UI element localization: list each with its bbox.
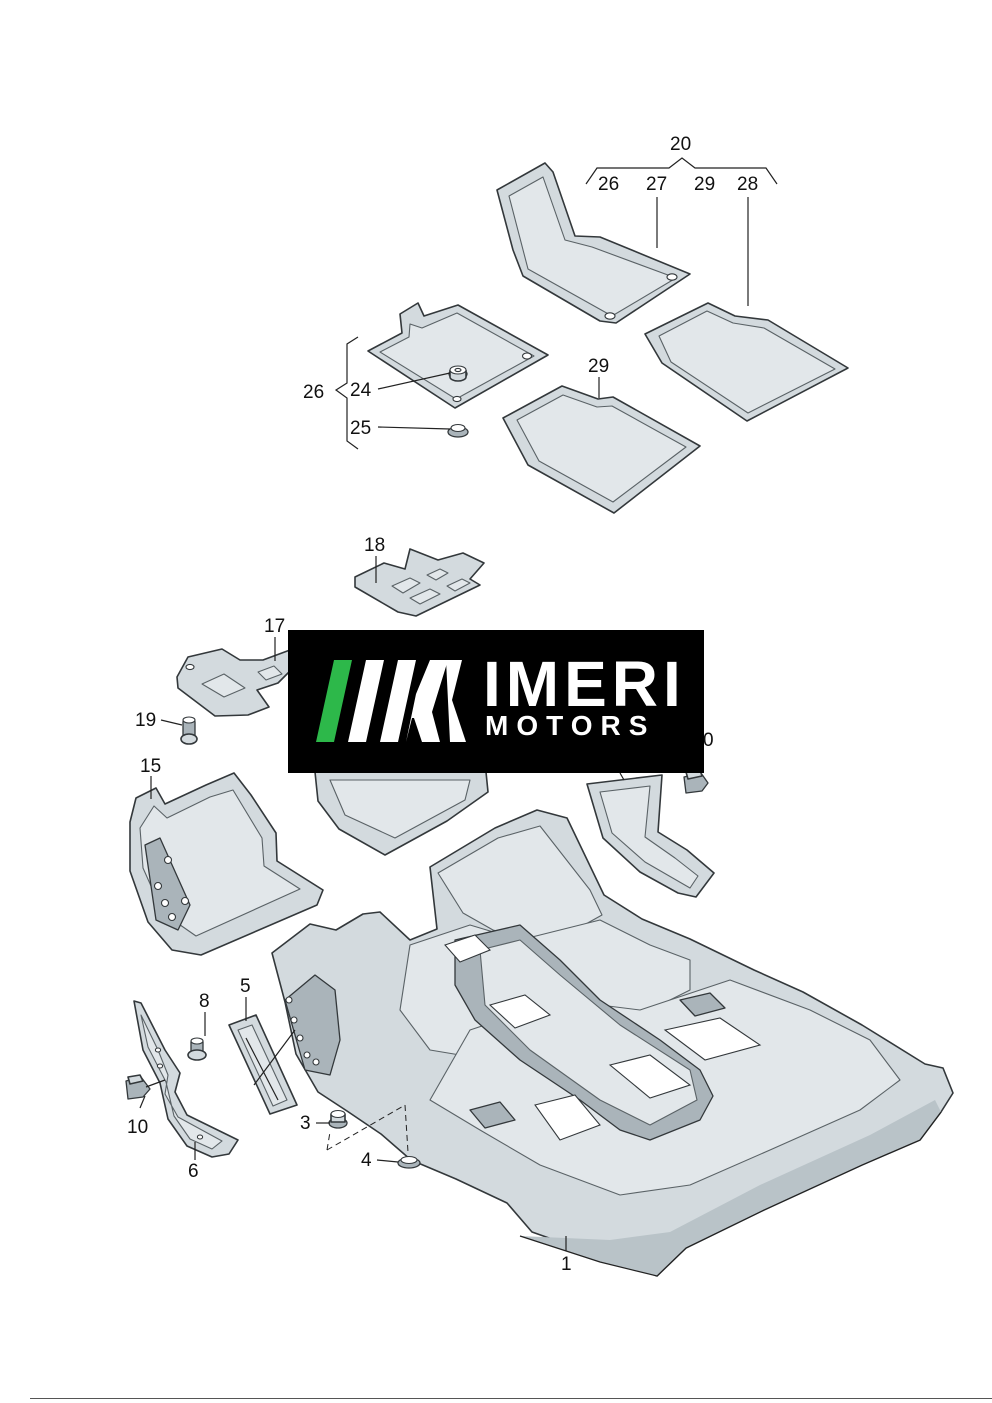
clip-10 [125, 1074, 151, 1100]
part-6-trim [133, 1000, 239, 1158]
bracket-26 [334, 336, 359, 450]
callout-26-group: 26 [303, 382, 324, 403]
part-15-insulation [129, 772, 324, 956]
imeri-motors-logo: IMERI MOTORS [288, 630, 704, 773]
callout-8: 8 [199, 991, 210, 1012]
logo-word-motors: MOTORS [485, 710, 656, 741]
callout-20: 20 [670, 134, 691, 155]
fastener-3 [328, 1109, 348, 1129]
clip-30 [683, 769, 709, 794]
part-17-insulation [176, 648, 294, 717]
callout-28: 28 [737, 174, 758, 195]
callout-26-mat: 26 [598, 174, 619, 195]
part-18-insulation [354, 548, 485, 617]
callout-29-group: 29 [694, 174, 715, 195]
fastener-24 [448, 365, 468, 382]
callout-30: 0 [703, 730, 714, 751]
callout-29-mat: 29 [588, 356, 609, 377]
callout-4: 4 [361, 1150, 372, 1171]
fastener-4 [397, 1155, 421, 1169]
bracket-20 [585, 157, 778, 185]
callout-19: 19 [135, 710, 156, 731]
callout-24: 24 [350, 380, 372, 401]
mat-28-front-right [644, 302, 849, 422]
clip-8 [187, 1037, 207, 1061]
page-bottom-rule [30, 1398, 992, 1399]
callout-15: 15 [140, 756, 161, 777]
callout-17: 17 [264, 616, 285, 637]
callout-1: 1 [561, 1254, 572, 1275]
callout-18: 18 [364, 535, 385, 556]
part-1-floor-carpet [271, 809, 954, 1277]
callout-3: 3 [300, 1113, 311, 1134]
callout-10: 10 [127, 1117, 148, 1138]
logo-word-imeri: IMERI [483, 648, 686, 720]
part-16-insulation [314, 771, 489, 856]
callout-25: 25 [350, 418, 371, 439]
logo-stripes-icon [316, 660, 466, 742]
callout-6: 6 [188, 1161, 199, 1182]
clip-19 [180, 716, 198, 745]
mat-27-front-left [496, 162, 691, 324]
part-5-pad [228, 1014, 298, 1115]
leader-lines [139, 197, 749, 1251]
mat-29-rear-right [502, 385, 701, 514]
callout-labels: 20 26 27 29 28 26 24 25 29 18 17 19 0 15… [127, 134, 758, 1275]
callout-27: 27 [646, 174, 667, 195]
part-30-trim [586, 774, 715, 898]
mat-26-rear-left [367, 302, 549, 409]
fastener-25 [447, 423, 469, 438]
callout-5: 5 [240, 976, 251, 997]
